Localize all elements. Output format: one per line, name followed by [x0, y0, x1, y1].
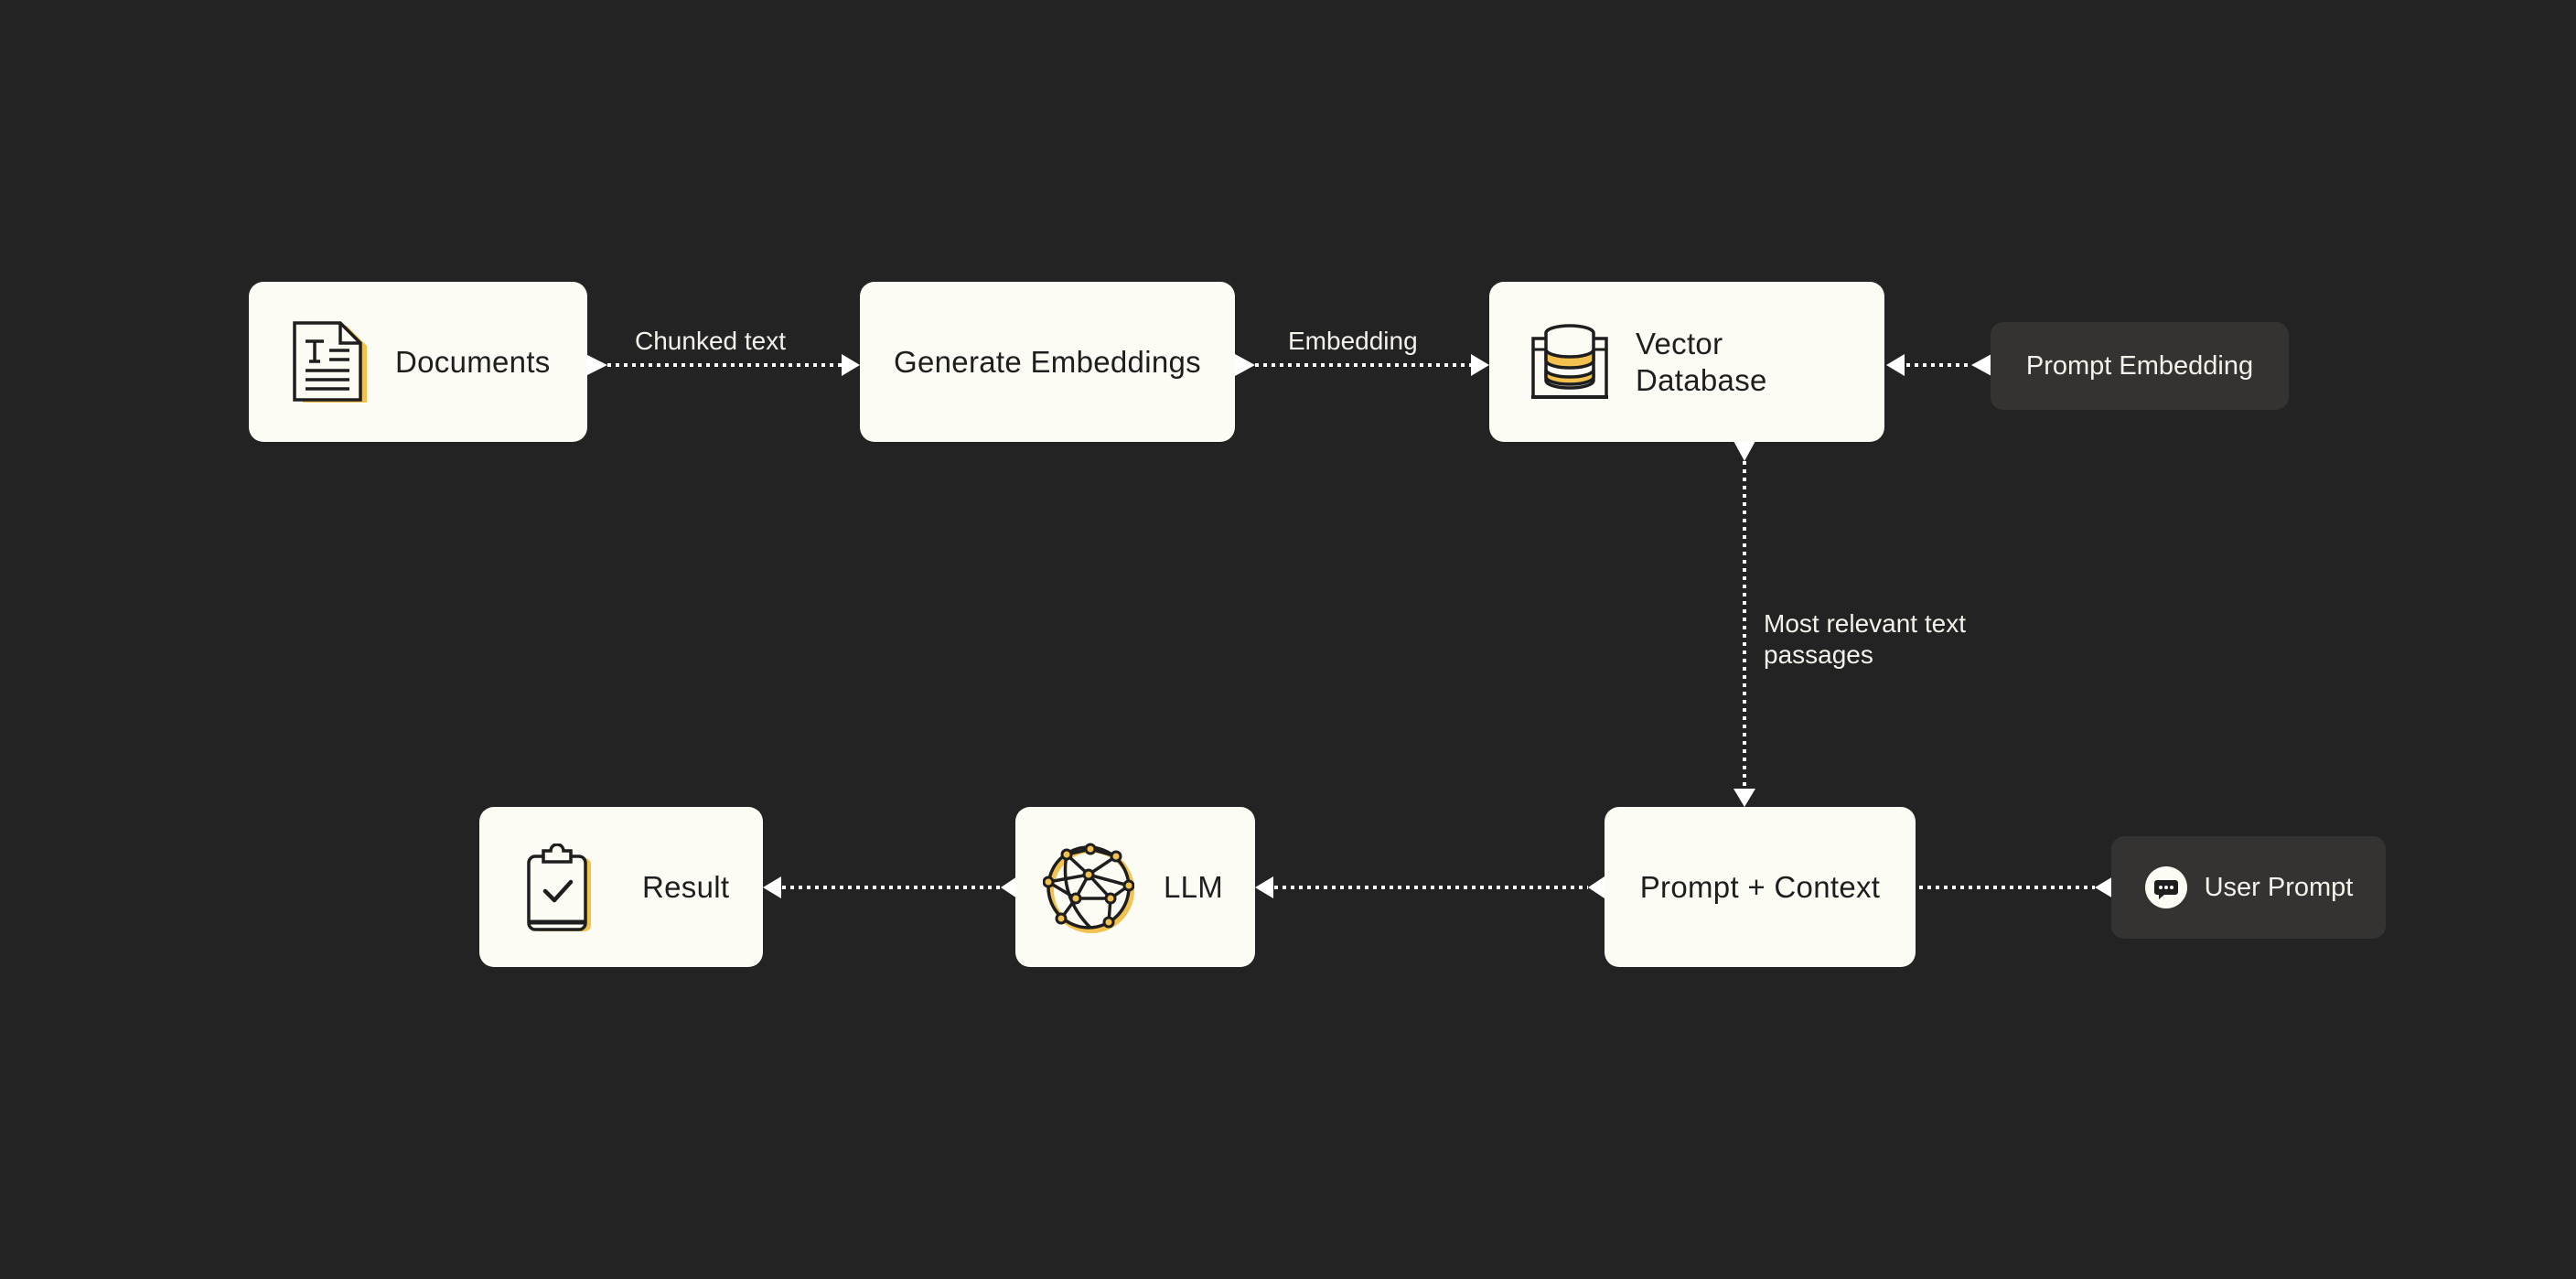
node-generate-embeddings[interactable]: Generate Embeddings: [860, 282, 1235, 442]
nub-llm-out: [1001, 876, 1017, 898]
node-prompt-context[interactable]: Prompt + Context: [1605, 807, 1916, 967]
edge-label-most-relevant-line1: Most relevant text: [1764, 609, 1966, 638]
edge-label-embedding: Embedding: [1288, 327, 1418, 355]
node-prompt-context-label: Prompt + Context: [1639, 869, 1881, 904]
arrowhead-to-embeddings: [842, 354, 860, 376]
nub-embeddings-out: [1235, 354, 1255, 376]
clipboard-check-icon: [527, 844, 591, 931]
document-text-icon: [293, 321, 367, 403]
node-vector-database[interactable]: Vector Database: [1489, 282, 1884, 442]
input-user-prompt-label: User Prompt: [2204, 872, 2354, 902]
node-documents-label: Documents: [395, 344, 551, 379]
node-llm-label: LLM: [1164, 869, 1224, 904]
nub-documents-out: [585, 354, 607, 376]
edge-label-most-relevant: Most relevant text passages: [1764, 608, 1966, 671]
chat-bubble-icon: [2144, 866, 2187, 908]
nub-prompt-context-out: [1588, 876, 1605, 898]
node-result[interactable]: Result: [479, 807, 763, 967]
neural-globe-icon: [1043, 843, 1134, 933]
node-generate-embeddings-label: Generate Embeddings: [894, 344, 1201, 379]
edge-label-most-relevant-line2: passages: [1764, 640, 1873, 669]
nub-vectordb-out: [1733, 441, 1755, 461]
edge-label-chunked-text: Chunked text: [635, 327, 786, 355]
arrowhead-to-result: [763, 876, 781, 898]
input-prompt-embedding[interactable]: Prompt Embedding: [1991, 322, 2289, 410]
arrowhead-to-vectordb-right: [1886, 354, 1905, 376]
database-icon: [1531, 324, 1608, 399]
node-llm[interactable]: LLM: [1015, 807, 1255, 967]
nub-prompt-embedding-out: [1971, 354, 1991, 376]
node-documents[interactable]: Documents: [249, 282, 587, 442]
node-result-label: Result: [642, 869, 730, 904]
input-user-prompt[interactable]: User Prompt: [2111, 836, 2386, 939]
input-prompt-embedding-label: Prompt Embedding: [2025, 350, 2254, 381]
arrowhead-to-prompt-context: [1733, 789, 1755, 807]
arrowhead-to-llm: [1255, 876, 1273, 898]
node-vector-database-label-line1: Vector: [1636, 326, 1723, 360]
arrowhead-to-vectordb: [1471, 354, 1489, 376]
node-vector-database-label-line2: Database: [1636, 362, 1767, 397]
nub-user-prompt-out: [2095, 876, 2113, 898]
node-vector-database-label: Vector Database: [1636, 326, 1767, 399]
